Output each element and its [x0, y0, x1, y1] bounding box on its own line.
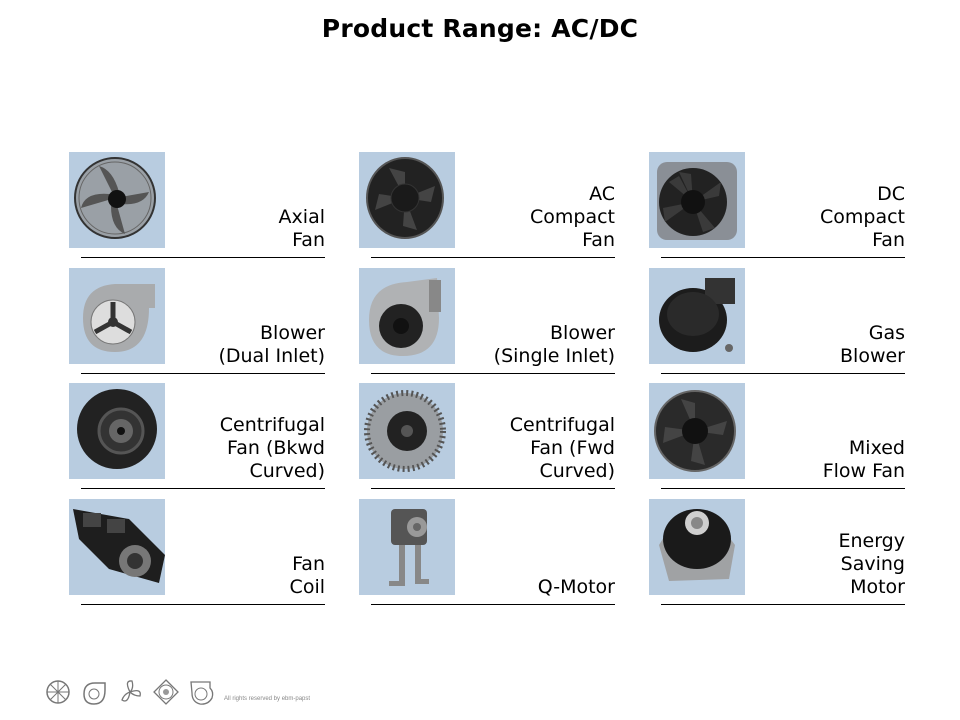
product-dc-compact-fan: DC Compact Fan — [649, 152, 905, 258]
product-label: Mixed Flow Fan — [822, 437, 905, 482]
divider — [661, 257, 905, 258]
dual-inlet-blower-icon — [69, 268, 165, 364]
single-inlet-blower-icon — [359, 268, 455, 364]
product-label: Blower (Single Inlet) — [493, 322, 615, 367]
product-label: DC Compact Fan — [820, 183, 905, 251]
product-label: Axial Fan — [278, 206, 325, 251]
product-single-inlet-blower: Blower (Single Inlet) — [359, 268, 615, 374]
axial-fan-icon — [69, 152, 165, 248]
energy-saving-motor-icon — [649, 499, 745, 595]
divider — [81, 373, 325, 374]
divider — [371, 373, 615, 374]
product-dual-inlet-blower: Blower (Dual Inlet) — [69, 268, 325, 374]
product-label: Centrifugal Fan (Bkwd Curved) — [219, 414, 325, 482]
propeller-icon — [121, 680, 141, 702]
divider — [81, 488, 325, 489]
axial-guard-icon — [46, 680, 70, 704]
product-mixed-flow-fan: Mixed Flow Fan — [649, 383, 905, 489]
divider — [371, 488, 615, 489]
footer-icons — [44, 676, 216, 708]
product-label: Blower (Dual Inlet) — [218, 322, 325, 367]
gas-blower-icon — [649, 268, 745, 364]
divider — [661, 604, 905, 605]
dc-compact-fan-icon — [649, 152, 745, 248]
q-motor-icon — [359, 499, 455, 595]
product-label: Gas Blower — [840, 322, 905, 367]
product-label: Energy Saving Motor — [838, 530, 905, 598]
product-forward-curved-centrifugal-fan: Centrifugal Fan (Fwd Curved) — [359, 383, 615, 489]
product-axial-fan: Axial Fan — [69, 152, 325, 258]
product-fan-coil: Fan Coil — [69, 499, 325, 605]
product-label: Centrifugal Fan (Fwd Curved) — [509, 414, 615, 482]
product-label: Fan Coil — [289, 553, 325, 598]
divider — [371, 604, 615, 605]
page-title: Product Range: AC/DC — [321, 14, 639, 43]
product-q-motor: Q-Motor — [359, 499, 615, 605]
fan-coil-icon — [69, 499, 165, 595]
product-label: Q-Motor — [537, 576, 615, 598]
ac-compact-fan-icon — [359, 152, 455, 248]
compact-fan-outline-icon — [153, 679, 179, 705]
divider — [81, 257, 325, 258]
product-energy-saving-motor: Energy Saving Motor — [649, 499, 905, 605]
centrifugal-outline-icon — [190, 681, 214, 705]
copyright-text: All rights reserved by ebm-papst — [224, 696, 311, 702]
divider — [661, 373, 905, 374]
product-ac-compact-fan: AC Compact Fan — [359, 152, 615, 258]
product-gas-blower: Gas Blower — [649, 268, 905, 374]
forward-curved-centrifugal-fan-icon — [359, 383, 455, 479]
mixed-flow-fan-icon — [649, 383, 745, 479]
divider — [81, 604, 325, 605]
product-backward-curved-centrifugal-fan: Centrifugal Fan (Bkwd Curved) — [69, 383, 325, 489]
blower-outline-icon — [83, 682, 106, 705]
product-label: AC Compact Fan — [530, 183, 615, 251]
backward-curved-centrifugal-fan-icon — [69, 383, 165, 479]
divider — [661, 488, 905, 489]
divider — [371, 257, 615, 258]
